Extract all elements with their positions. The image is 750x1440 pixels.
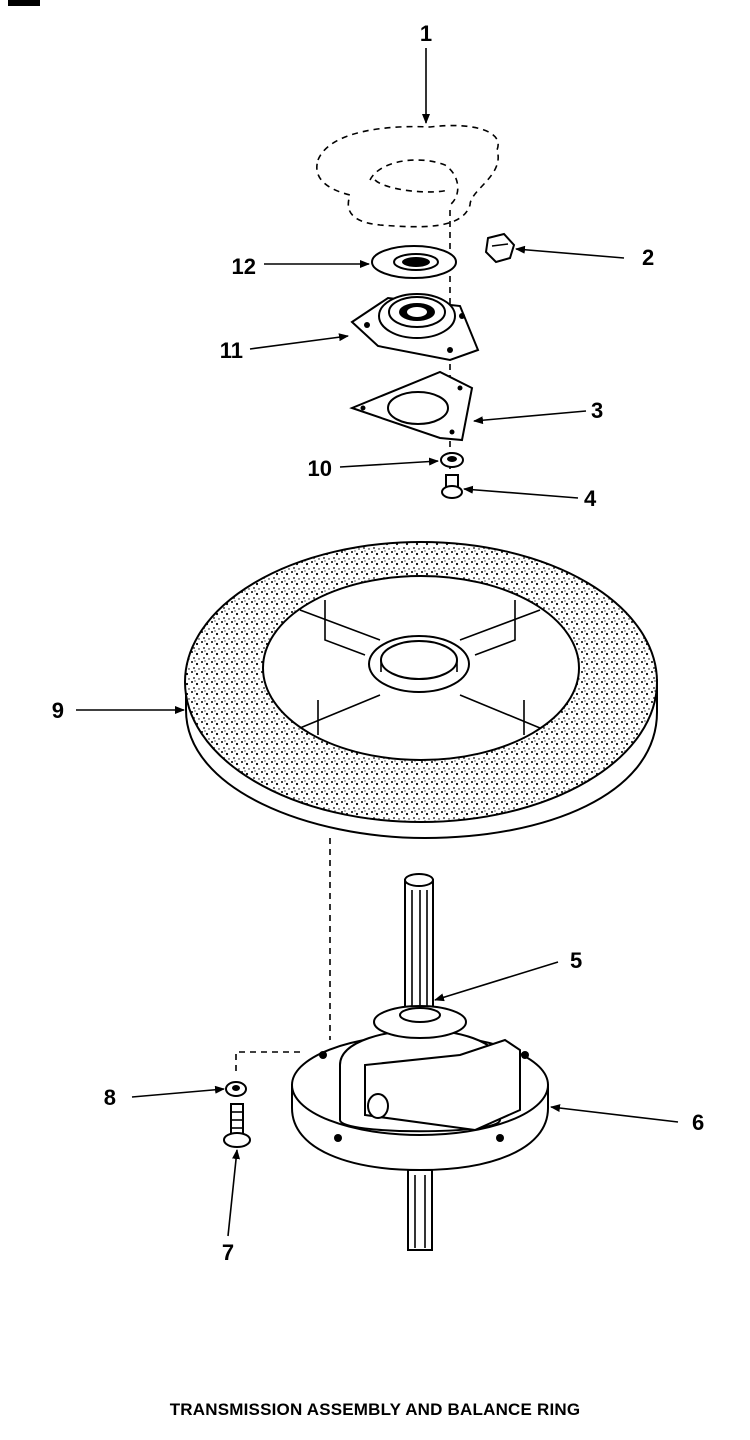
header-bar <box>8 0 40 6</box>
callout-9: 9 <box>52 698 64 723</box>
part-12-seal <box>371 245 457 279</box>
callout-1: 1 <box>420 21 432 46</box>
leader-4 <box>463 485 579 499</box>
callout-2: 2 <box>642 245 654 270</box>
leader-6 <box>550 1104 679 1123</box>
leader-2 <box>515 245 625 259</box>
part-3-plate <box>349 370 474 442</box>
part-4-screw <box>441 474 463 499</box>
part-2-clip <box>484 232 516 264</box>
leader-5 <box>434 961 559 1002</box>
callout-3: 3 <box>591 398 603 423</box>
callout-12: 12 <box>232 254 256 279</box>
callout-5: 5 <box>570 948 582 973</box>
part-9-balance-ring <box>184 541 658 840</box>
callout-11: 11 <box>220 338 243 363</box>
leader-3 <box>473 410 587 425</box>
part-6-transmission <box>291 1028 549 1251</box>
leader-8 <box>131 1085 225 1098</box>
leader-10 <box>339 457 439 468</box>
callout-8: 8 <box>104 1085 116 1110</box>
part-10-nut <box>440 452 464 468</box>
part-7-bolt <box>223 1103 251 1148</box>
part-8-nut <box>225 1081 247 1097</box>
callout-10: 10 <box>308 456 332 481</box>
part-5-shaft <box>373 873 467 1039</box>
callout-4: 4 <box>584 486 597 511</box>
part-11-bearing <box>350 293 480 362</box>
part-1-outline <box>316 124 499 470</box>
callout-6: 6 <box>692 1110 704 1135</box>
alignment-line-bolt <box>235 1051 300 1076</box>
diagram-title: TRANSMISSION ASSEMBLY AND BALANCE RING <box>169 1400 581 1419</box>
callout-7: 7 <box>222 1240 234 1265</box>
leader-11 <box>249 333 349 350</box>
leader-7 <box>227 1149 241 1237</box>
